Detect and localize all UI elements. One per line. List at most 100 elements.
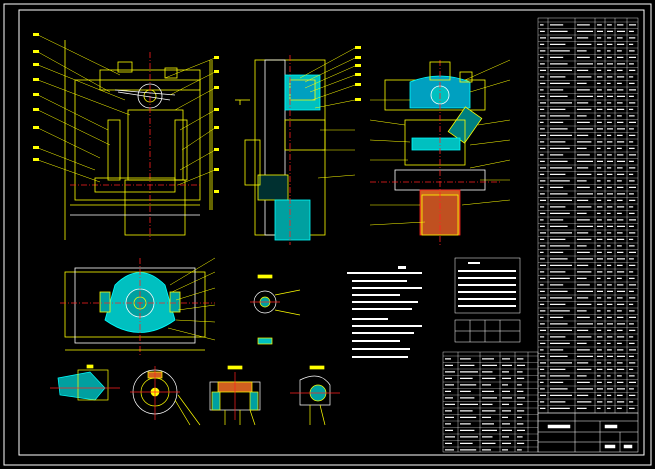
parts-row-text <box>517 358 524 360</box>
parts-row-text <box>597 349 602 351</box>
parts-row-text <box>550 277 570 279</box>
parts-row-text <box>540 50 546 52</box>
parts-row-text <box>629 193 634 195</box>
parts-row-text <box>617 362 623 364</box>
parts-row-text <box>540 37 546 39</box>
parts-row-text <box>550 362 572 364</box>
parts-row-text <box>597 147 601 149</box>
parts-row-text <box>540 407 546 409</box>
parts-row-text <box>607 336 613 338</box>
parts-row-text <box>482 416 491 418</box>
parts-row-text <box>607 271 613 273</box>
parts-row-text <box>617 407 622 409</box>
parts-row-text <box>550 310 570 312</box>
parts-row-text <box>607 238 613 240</box>
parts-row-text <box>629 284 636 286</box>
parts-row-text <box>445 449 454 451</box>
parts-row-text <box>617 310 622 312</box>
parts-row-text <box>607 193 613 195</box>
parts-row-text <box>607 108 613 110</box>
parts-row-text <box>482 397 497 399</box>
parts-row-text <box>629 219 636 221</box>
parts-row-text <box>597 355 603 357</box>
parts-row-text <box>540 271 545 273</box>
parts-row-text <box>607 284 612 286</box>
parts-row-text <box>445 358 451 360</box>
parts-row-text <box>577 284 590 286</box>
parts-row-text <box>607 245 611 247</box>
parts-row-text <box>550 173 566 175</box>
front-view-label-ticks <box>33 33 219 193</box>
parts-row-text <box>597 69 602 71</box>
parts-row-text <box>629 115 635 117</box>
parts-row-text <box>577 316 590 318</box>
parts-row-text <box>629 388 634 390</box>
parts-row-text <box>482 423 494 425</box>
parts-row-text <box>517 429 525 431</box>
parts-row-text <box>629 316 636 318</box>
parts-row-text <box>540 147 546 149</box>
parts-row-text <box>577 43 592 45</box>
parts-row-text <box>540 193 545 195</box>
parts-row-text <box>540 121 544 123</box>
parts-row-text <box>460 416 477 418</box>
parts-row-text <box>629 56 636 58</box>
parts-row-text <box>607 199 612 201</box>
parts-row-text <box>629 355 634 357</box>
parts-row-text <box>482 384 491 386</box>
parts-row-text <box>607 206 613 208</box>
parts-row-text <box>617 264 623 266</box>
parts-row-text <box>550 180 570 182</box>
parts-row-text <box>629 407 635 409</box>
parts-row-text <box>629 37 636 39</box>
parts-row-text <box>540 388 545 390</box>
parts-row-text <box>502 397 512 399</box>
parts-row-text <box>617 128 625 130</box>
parts-row-text <box>617 232 623 234</box>
parts-row-text <box>517 423 524 425</box>
parts-row-text <box>607 76 613 78</box>
parts-row-text <box>607 180 611 182</box>
parts-row-text <box>577 297 589 299</box>
parts-row-text <box>445 384 454 386</box>
parts-row-text <box>617 271 625 273</box>
parts-row-text <box>550 167 572 169</box>
parts-row-text <box>629 394 636 396</box>
parts-row-text <box>550 388 568 390</box>
technical-notes <box>347 266 422 358</box>
parts-row-text <box>550 375 570 377</box>
parts-row-text <box>629 251 636 253</box>
parts-row-text <box>550 401 566 403</box>
parts-row-text <box>597 225 603 227</box>
parts-row-text <box>517 410 525 412</box>
parts-row-text <box>550 238 566 240</box>
parts-row-text <box>577 251 590 253</box>
parts-row-text <box>617 180 622 182</box>
parts-row-text <box>607 173 613 175</box>
parts-row-text <box>597 303 603 305</box>
parts-row-text <box>607 290 613 292</box>
parts-row-text <box>617 225 625 227</box>
parts-row-text <box>577 180 587 182</box>
parts-row-text <box>482 429 497 431</box>
parts-row-text <box>540 43 545 45</box>
parts-row-text <box>617 349 624 351</box>
parts-row-text <box>607 186 612 188</box>
parts-row-text <box>550 134 572 136</box>
parts-row-text <box>460 403 478 405</box>
parts-row-text <box>550 297 572 299</box>
parts-row-text <box>517 436 523 438</box>
parts-row-text <box>617 342 622 344</box>
parts-row-text <box>607 381 612 383</box>
parts-row-text <box>577 134 589 136</box>
parts-row-text <box>577 154 590 156</box>
parts-row-text <box>597 43 603 45</box>
parts-row-text <box>460 442 473 444</box>
parts-row-text <box>577 258 593 260</box>
parts-row-text <box>540 284 544 286</box>
parts-row-text <box>445 429 453 431</box>
parts-row-text <box>629 329 636 331</box>
parts-row-text <box>607 329 612 331</box>
parts-row-text <box>629 401 634 403</box>
parts-row-text <box>502 403 509 405</box>
